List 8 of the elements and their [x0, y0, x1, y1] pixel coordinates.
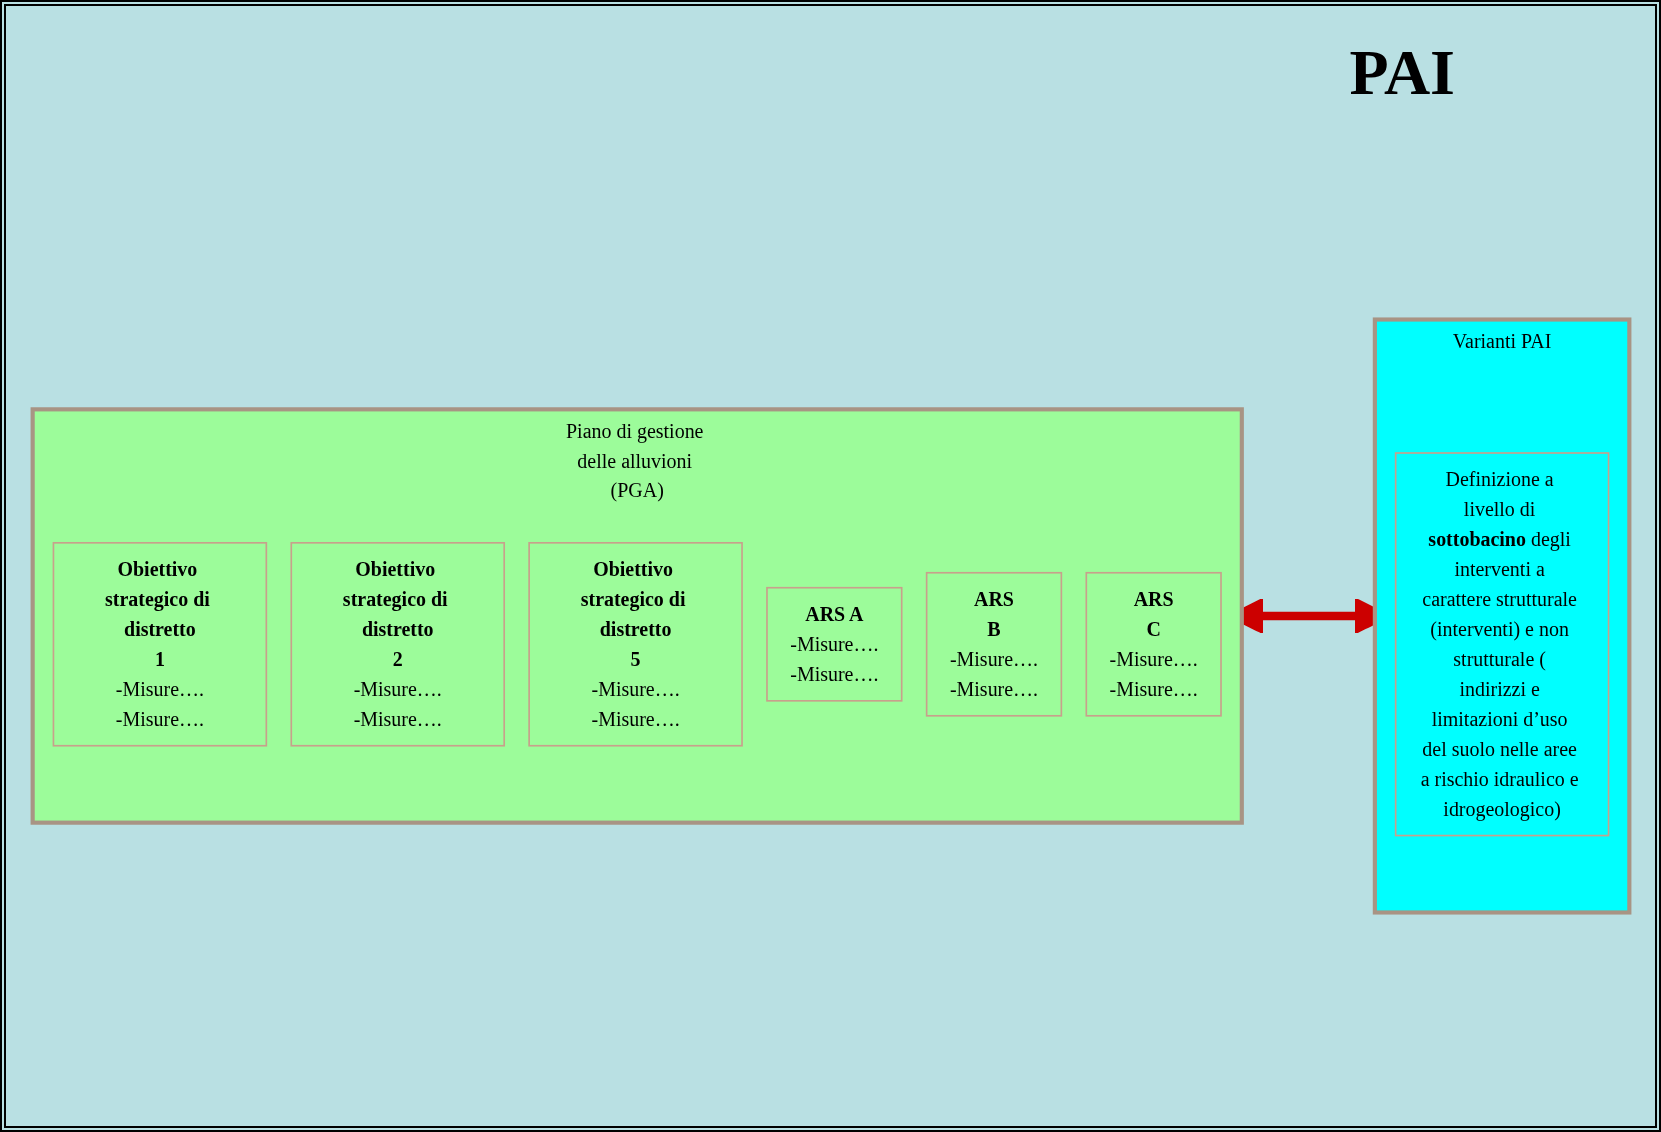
- node-box: Definizione a livello di sottobacino degli interventi a carattere strutturale (interventi) e non strutturale ( indirizzi e limitazioni d’uso del suolo nelle aree a rischio idraulico e idrogeologico): [1394, 452, 1610, 837]
- node-box: Obiettivo strategico di distretto 5 -Misure…. -Misure….: [528, 542, 743, 747]
- node-box: ARS A -Misure…. -Misure….: [766, 586, 903, 702]
- node-box: Obiettivo strategico di distretto 1 -Misure…. -Misure….: [52, 542, 268, 747]
- node-box: Obiettivo strategico di distretto 2 -Misure…. -Misure….: [290, 542, 505, 747]
- node-box: ARS C -Misure…. -Misure….: [1085, 571, 1222, 717]
- diagram-title: PAI: [1349, 36, 1455, 110]
- node-box: ARS B -Misure…. -Misure….: [925, 571, 1063, 717]
